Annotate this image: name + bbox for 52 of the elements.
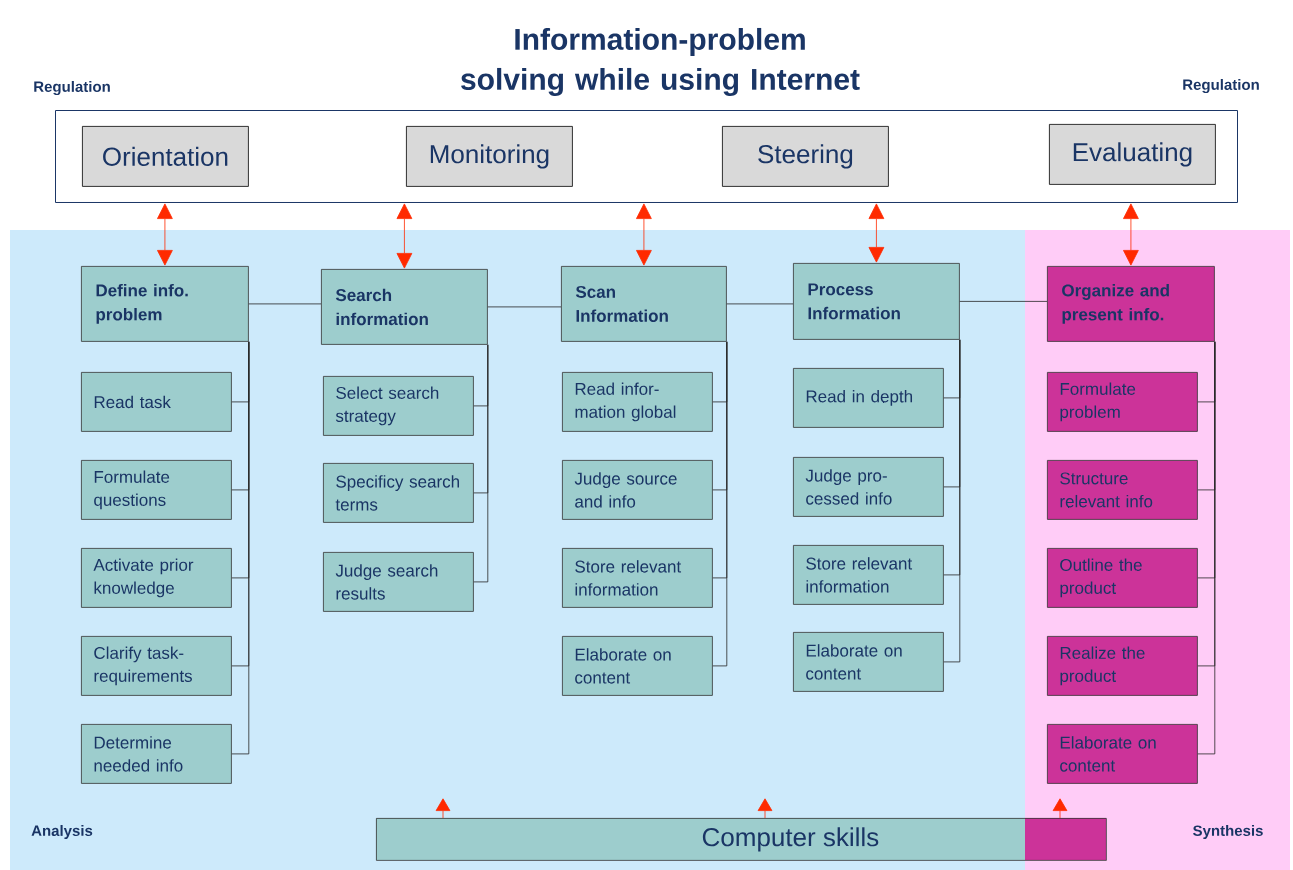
connector-line — [726, 303, 794, 305]
step-box: Structure relevant info — [1047, 460, 1198, 520]
step-box: Determine needed info — [81, 724, 232, 784]
step-box: Read infor-mation global — [562, 372, 713, 432]
arrow — [757, 798, 773, 819]
section-label: Regulation — [1183, 79, 1259, 94]
tree-line — [1197, 341, 1216, 755]
regulation-box: Steering — [722, 126, 889, 187]
step-box: Judge pro-cessed info — [793, 457, 944, 517]
double-arrow — [396, 203, 413, 269]
section-label: Regulation — [34, 81, 110, 96]
step-box: Judge search results — [323, 552, 474, 612]
regulation-frame — [55, 110, 1238, 203]
skills-bar: Computer skills — [376, 818, 1107, 861]
step-box: Select search strategy — [323, 376, 474, 436]
arrow — [435, 798, 451, 819]
step-box: Elaborate on content — [562, 636, 713, 696]
step-box: Formulate problem — [1047, 372, 1198, 432]
step-box: Judge source and info — [562, 460, 713, 520]
step-box: Clarify task-requirements — [81, 636, 232, 696]
tree-line — [943, 339, 961, 663]
connector-line — [959, 301, 1048, 302]
connector-line — [248, 303, 322, 305]
step-box: Elaborate on content — [793, 632, 944, 692]
step-box: Formulate questions — [81, 460, 232, 520]
phase-box: Organize and present info. — [1047, 266, 1215, 342]
tree-line — [712, 341, 728, 667]
title: Information-problem solving while using Internet — [461, 27, 860, 97]
step-box: Read in depth — [793, 368, 944, 428]
regulation-box: Orientation — [82, 126, 249, 187]
regulation-box: Monitoring — [406, 126, 573, 187]
phase-box: Scan Information — [561, 266, 727, 342]
step-box: Store relevant information — [793, 545, 944, 605]
regulation-box: Evaluating — [1049, 124, 1216, 185]
step-box: Activate prior knowledge — [81, 548, 232, 608]
step-box: Specificy search terms — [323, 463, 474, 523]
double-arrow — [868, 203, 885, 263]
phase-box: Define info. problem — [81, 266, 249, 342]
step-box: Read task — [81, 372, 232, 432]
connector-line — [487, 306, 562, 308]
double-arrow — [636, 203, 652, 266]
arrow — [1052, 798, 1068, 819]
phase-box: Process Information — [793, 263, 960, 340]
tree-line — [231, 341, 250, 755]
step-box: Elaborate on content — [1047, 724, 1198, 784]
step-box: Realize the product — [1047, 636, 1198, 696]
double-arrow — [1123, 203, 1139, 266]
step-box: Store relevant information — [562, 548, 713, 608]
phase-box: Search information — [321, 269, 488, 345]
double-arrow — [157, 203, 173, 266]
tree-line — [473, 344, 489, 583]
step-box: Outline the product — [1047, 548, 1198, 608]
